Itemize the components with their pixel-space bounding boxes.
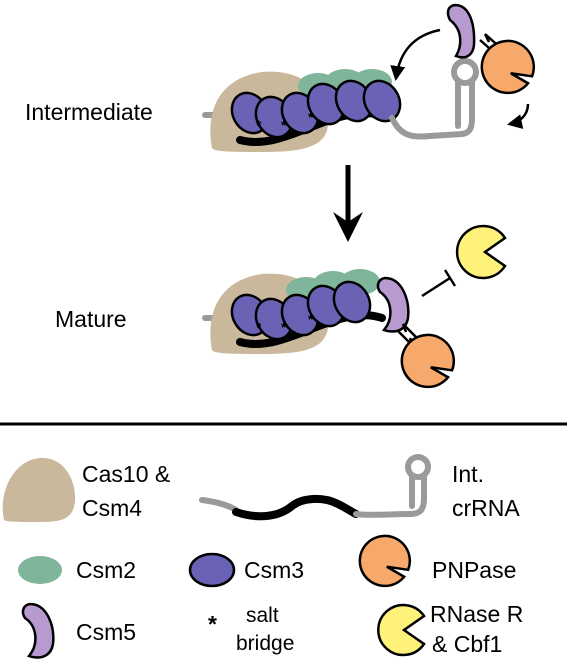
mature-rnase: [455, 224, 507, 280]
legend-rnase-label-line1: RNase R: [430, 601, 523, 627]
legend-cas10-label-line1: Cas10 &: [82, 461, 170, 487]
legend-csm3-label: Csm3: [244, 557, 304, 583]
stage-label-mature: Mature: [55, 306, 127, 332]
legend-crrna-hairpin-loop: [405, 454, 431, 480]
mature-salt-bridges: * * *: [256, 311, 314, 335]
svg-text:*: *: [308, 109, 314, 125]
intermediate-rna-3prime-tail: [389, 79, 475, 140]
svg-text:*: *: [256, 319, 262, 335]
svg-text:*: *: [281, 117, 287, 133]
svg-text:*: *: [256, 117, 262, 133]
legend-csm5-label: Csm5: [76, 619, 136, 645]
pnpase-degradation-arrow: [507, 103, 530, 129]
legend-csm2-swatch: [18, 556, 62, 584]
legend-rnase-label-line2: & Cbf1: [432, 631, 502, 657]
legend-salt-bridge-label-line1: salt: [246, 604, 279, 627]
mature-csm5: [376, 276, 410, 333]
legend-salt-bridge-symbol: *: [208, 611, 217, 637]
legend-crrna-gray-3prime: [353, 473, 427, 518]
mature-complex: * * *: [202, 269, 410, 354]
legend-pnpase-label: PNPase: [432, 557, 516, 583]
mature-csm3-chain: [230, 280, 372, 341]
legend-crrna-label-line2: crRNA: [452, 495, 520, 521]
intermediate-complex: * * *: [202, 58, 479, 152]
intermediate-free-csm5: [446, 3, 476, 59]
intermediate-salt-bridges: * * *: [256, 109, 314, 133]
legend-pnpase-swatch: [358, 534, 412, 588]
mature-pnpase: [400, 333, 456, 389]
legend-csm3-swatch: [188, 552, 236, 588]
csm5-binding-arrow: [390, 28, 441, 81]
legend-csm5-swatch: [21, 602, 55, 659]
maturation-arrow: [333, 165, 363, 242]
intermediate-rna-hairpin-loop: [451, 58, 479, 86]
legend-cas10-label-line2: Csm4: [82, 495, 142, 521]
legend: Cas10 & Csm4 Int. crRNA Csm2 Csm3 PNPase…: [2, 454, 523, 659]
legend-crrna-label-line1: Int.: [452, 461, 484, 487]
svg-text:*: *: [281, 319, 287, 335]
stage-label-intermediate: Intermediate: [25, 99, 153, 125]
legend-csm2-label: Csm2: [76, 557, 136, 583]
intermediate-pnpase: [480, 39, 536, 95]
legend-crrna-gray-5prime: [199, 497, 239, 513]
svg-text:*: *: [308, 311, 314, 327]
rnase-inhibition-symbol: [421, 269, 457, 298]
legend-crrna-black: [232, 495, 360, 521]
intermediate-csm3-chain: [230, 79, 402, 139]
legend-salt-bridge-label-line2: bridge: [236, 632, 294, 655]
legend-rnase-swatch: [377, 603, 426, 657]
legend-cas10-csm4-swatch: [2, 457, 76, 522]
